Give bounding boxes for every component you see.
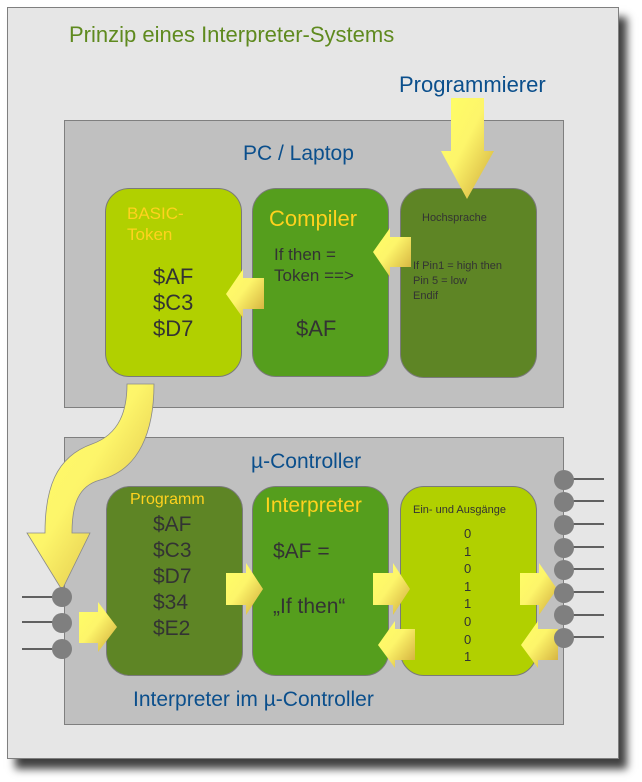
programm-values: $AF $C3 $D7 $34 $E2 [153, 513, 192, 640]
hochsprache-box [400, 188, 537, 378]
microcontroller-footer: Interpreter im µ-Controller [133, 688, 374, 711]
programm-label: Programm [130, 491, 205, 508]
basic-token-box [105, 188, 242, 377]
hochsprache-code: If Pin1 = high then Pin 5 = low Endif [413, 260, 502, 302]
interpreter-line1: $AF = [273, 540, 330, 563]
interpreter-box [252, 486, 389, 676]
compiler-box [252, 188, 389, 377]
basic-token-label: BASIC- Token [127, 204, 184, 244]
compiler-value: $AF [296, 316, 337, 341]
interpreter-label: Interpreter [265, 494, 362, 517]
diagram-title: Prinzip eines Interpreter-Systems [69, 22, 395, 47]
programmer-label: Programmierer [399, 72, 546, 97]
io-bits: 0 1 0 1 1 0 0 1 [464, 526, 472, 665]
compiler-label: Compiler [269, 206, 358, 231]
pc-laptop-title: PC / Laptop [243, 142, 354, 165]
basic-token-values: $AF $C3 $D7 [153, 264, 194, 341]
compiler-rule: If then = Token ==> [274, 245, 354, 285]
hochsprache-label: Hochsprache [422, 212, 487, 224]
interpreter-line2: „If then“ [273, 595, 346, 618]
microcontroller-title: µ-Controller [251, 450, 362, 473]
io-label: Ein- und Ausgänge [413, 504, 506, 516]
